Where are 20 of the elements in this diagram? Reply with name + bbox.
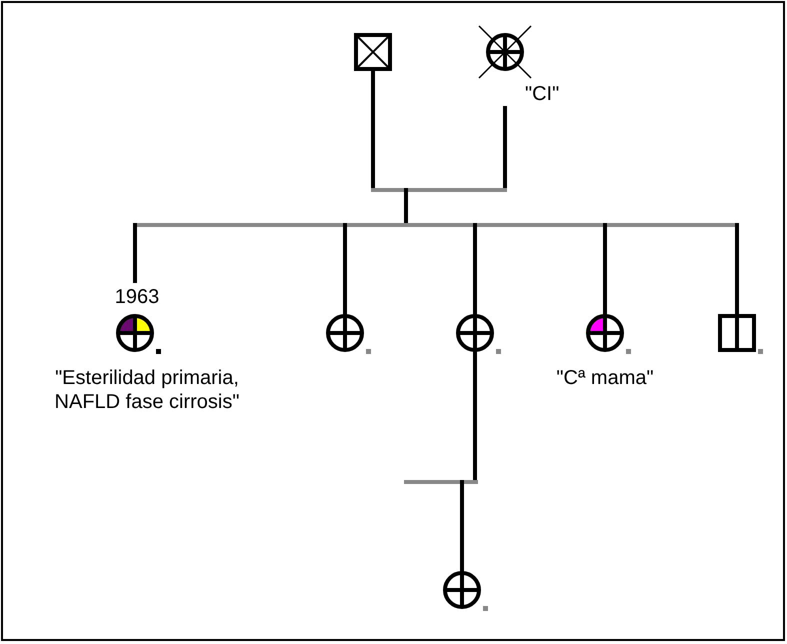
female-circle-symbol — [454, 312, 496, 354]
annotation-text: "CI" — [525, 82, 560, 106]
child-line — [343, 223, 347, 316]
child-line — [133, 223, 137, 283]
child-line — [603, 223, 607, 316]
female-circle-symbol — [584, 312, 626, 354]
male-square-symbol — [716, 312, 758, 354]
child-line — [735, 223, 739, 316]
female-circle-symbol — [441, 569, 483, 611]
child-line — [473, 223, 477, 316]
annotation-text: "Esterilidad primaria, NAFLD fase cirrosis" — [54, 366, 240, 414]
marriage-line — [371, 188, 507, 192]
female-circle-symbol — [477, 24, 533, 80]
partner-line — [404, 480, 478, 484]
female-circle-symbol — [114, 312, 156, 354]
child-line — [460, 480, 464, 573]
female-circle-symbol — [324, 312, 366, 354]
annotation-text: 1963 — [114, 285, 160, 309]
annotation-text: "Cª mama" — [556, 366, 654, 390]
male-square-symbol — [352, 31, 394, 73]
